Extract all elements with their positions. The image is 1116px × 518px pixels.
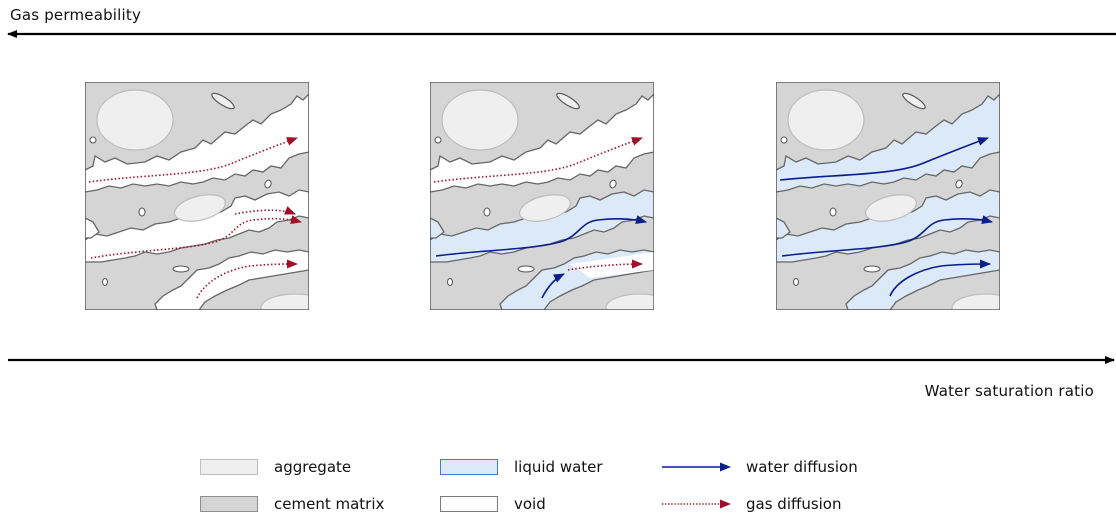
legend-gas-diffusion: gas diffusion	[660, 495, 842, 513]
water-diffusion-arrow	[435, 215, 647, 257]
water-diffusion-arrow	[779, 137, 989, 181]
legend-label: aggregate	[274, 458, 352, 476]
panel-partially-saturated	[430, 82, 654, 310]
aggregate-swatch	[200, 459, 258, 475]
legend-label: cement matrix	[274, 495, 385, 513]
cement-matrix-swatch	[200, 496, 258, 512]
legend-water-diffusion: water diffusion	[660, 458, 858, 476]
liquid-water-swatch	[440, 459, 498, 475]
legend-void: void	[440, 495, 546, 513]
legend-liquid-water: liquid water	[440, 458, 603, 476]
legend-label: water diffusion	[746, 458, 858, 476]
legend-label: void	[514, 495, 546, 513]
legend-cement-matrix: cement matrix	[200, 495, 384, 513]
void-swatch	[440, 496, 498, 512]
gas-diffusion-arrow	[90, 215, 302, 259]
gas-diffusion-arrow-icon	[662, 499, 731, 509]
panel-saturated	[776, 82, 1000, 310]
gas-permeability-label: Gas permeability	[10, 6, 142, 24]
panel-dry	[85, 82, 309, 310]
legend-label: liquid water	[514, 458, 603, 476]
water-diffusion-arrow	[889, 259, 991, 297]
gas-diffusion-arrow	[433, 137, 643, 183]
water-diffusion-arrow	[541, 273, 565, 299]
gas-diffusion-arrow	[567, 259, 643, 271]
water-diffusion-arrow	[781, 215, 993, 257]
water-saturation-label: Water saturation ratio	[924, 382, 1094, 400]
gas-diffusion-arrow	[234, 206, 296, 215]
gas-diffusion-arrow	[88, 137, 298, 183]
legend-aggregate: aggregate	[200, 458, 351, 476]
legend-label: gas diffusion	[746, 495, 842, 513]
gas-diffusion-arrow	[196, 259, 298, 299]
water-diffusion-arrow-icon	[662, 462, 731, 472]
